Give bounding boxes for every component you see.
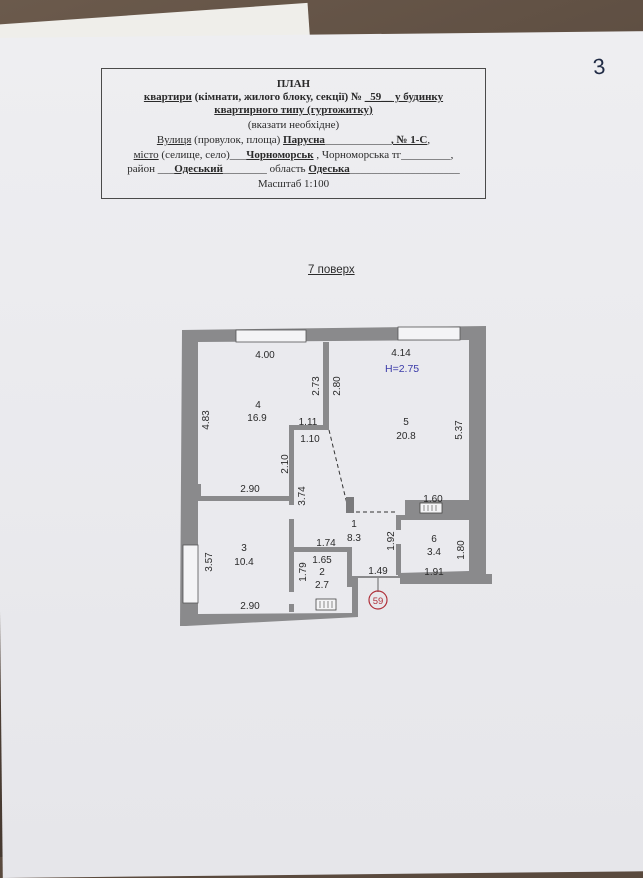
room-area: 10.4 [234, 557, 254, 568]
bathroom-sink-icon [315, 598, 337, 611]
dimension-label: 3.57 [204, 552, 215, 572]
room-labels: 4 16.9 5 20.8 3 10.4 1 8.3 2 2.7 6 3.4 [234, 400, 441, 591]
door-openings [289, 505, 401, 604]
address-street-line: Вулиця (провулок, площа) Парусна________… [156, 134, 431, 146]
header-line-1-text: (кімнати, жилого блоку, секції) № [191, 91, 363, 103]
windows [182, 326, 461, 604]
scale-text: Масштаб 1:100 [257, 178, 330, 190]
dimension-label: 1.65 [312, 555, 332, 566]
room-area: 2.7 [315, 580, 329, 591]
header-line-3: (вказати необхідне) [247, 119, 340, 131]
dimension-label: 1.60 [423, 494, 443, 505]
city-hint: (селище, село)___ [158, 149, 247, 161]
city-label: місто [133, 149, 159, 161]
building-type-text: квартирного типу (гуртожитку) [214, 104, 373, 116]
plan-title: ПЛАН [276, 78, 311, 90]
district-value: Одеський [174, 163, 223, 175]
room-area: 20.8 [396, 431, 416, 442]
dimension-label: 2.90 [240, 601, 260, 612]
zone-dashed-lines [328, 429, 398, 513]
dimension-label: 1.10 [300, 434, 320, 445]
address-city-line: місто (селище, село)___Чорноморськ , Чор… [102, 148, 485, 162]
floor-label: 7 поверх [308, 264, 355, 276]
region-value: Одеська [308, 163, 350, 175]
header-line-2: квартирного типу (гуртожитку) [102, 103, 485, 117]
floor-plan-drawing: 59 H=2.75 4 16.9 5 20.8 3 10.4 1 8.3 2 2… [180, 326, 492, 626]
address-district-line: район ___Одеський________ область Одеськ… [127, 163, 460, 175]
dimension-label: 4.00 [255, 350, 275, 361]
region-label: область [269, 163, 306, 175]
dimension-label: 5.37 [454, 420, 465, 440]
room-number: 2 [319, 567, 325, 578]
dimension-label: 2.90 [240, 484, 260, 495]
room-area: 3.4 [427, 547, 441, 558]
dimension-label: 3.74 [297, 486, 308, 506]
dimension-label: 1.79 [298, 562, 309, 582]
room-number: 6 [431, 534, 437, 545]
ceiling-height-label: H=2.75 [385, 363, 419, 375]
street-value: Парусна [283, 134, 325, 146]
community-text: , Чорноморська тг_________, [313, 149, 454, 161]
building-number: , № 1-С [390, 134, 428, 146]
header-line-1-end: у будинку [392, 91, 444, 103]
dimension-label: 2.73 [311, 376, 322, 396]
title-block: ПЛАН квартири (кімнати, жилого блоку, се… [101, 68, 486, 199]
dimension-label: 1.49 [368, 566, 388, 577]
room-number: 5 [403, 417, 409, 428]
apartment-number: _59__ [364, 91, 393, 103]
dimension-labels: 4.00 4.83 2.73 2.90 4.14 2.80 5.37 1.60 … [201, 348, 467, 612]
interior-fill [198, 340, 469, 614]
dimension-label: 2.10 [280, 454, 291, 474]
entrance-number: 59 [373, 596, 384, 607]
district-label: район [127, 163, 155, 175]
kitchen-stove-icon [419, 502, 443, 514]
dimension-label: 1.92 [386, 531, 397, 551]
street-hint: (провулок, площа) [191, 134, 281, 146]
entrance-marker: 59 [368, 578, 388, 610]
dimension-label: 1.11 [299, 417, 318, 428]
room-number: 3 [241, 543, 247, 554]
room-number: 4 [255, 400, 261, 411]
dimension-label: 4.83 [201, 410, 212, 430]
city-value: Чорноморськ [246, 149, 314, 161]
header-line-1: квартири (кімнати, жилого блоку, секції)… [102, 90, 485, 104]
dimension-label: 4.14 [391, 348, 411, 359]
street-label: Вулиця [156, 134, 192, 146]
dimension-label: 1.91 [424, 567, 444, 578]
dimension-label: 1.74 [316, 538, 336, 549]
ventilation-shaft [346, 497, 354, 513]
room-area: 8.3 [347, 533, 361, 544]
dimension-label: 1.80 [456, 540, 467, 560]
room-number: 1 [351, 519, 357, 530]
apartment-word: квартири [143, 91, 192, 103]
room-area: 16.9 [247, 413, 267, 424]
dimension-label: 2.80 [332, 376, 343, 396]
